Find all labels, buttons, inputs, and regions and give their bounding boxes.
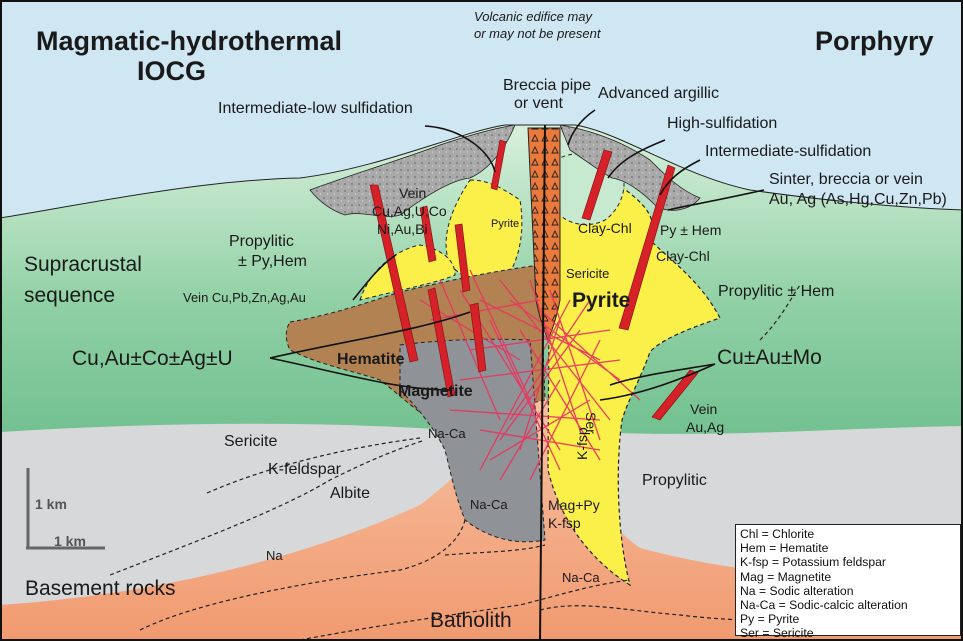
title-iocg-line2: IOCG — [137, 57, 206, 85]
legend-item: Na-Ca = Sodic-calcic alteration — [740, 598, 956, 612]
intermediate-sulfidation-label: Intermediate-sulfidation — [705, 144, 871, 161]
supracrustal-label-line1: Supracrustal — [24, 254, 142, 276]
legend-item: Hem = Hematite — [740, 541, 956, 555]
cu-au-mo-label: Cu±Au±Mo — [717, 347, 822, 369]
propylitic-py-hem-line1: Propylitic — [229, 234, 294, 251]
volcanic-note-line1: Volcanic edifice may — [474, 10, 592, 24]
intermediate-low-sulfidation-label: Intermediate-low sulfidation — [218, 101, 413, 118]
propylitic-hem-label: Propylitic ± Hem — [718, 284, 834, 301]
advanced-argillic-label: Advanced argillic — [598, 86, 719, 103]
breccia-pipe-label-line2: or vent — [514, 96, 563, 113]
magnetite-label: Magnetite — [398, 384, 473, 401]
k-feldspar-label: K-feldspar — [268, 462, 341, 479]
cu-au-co-ag-u-label: Cu,Au±Co±Ag±U — [72, 348, 233, 370]
legend-item: Na = Sodic alteration — [740, 584, 956, 598]
na-ca-upper-label: Na-Ca — [428, 427, 466, 441]
propylitic-py-hem-line2: ± Py,Hem — [238, 254, 307, 271]
legend-item: K-fsp = Potassium feldspar — [740, 555, 956, 569]
legend-item: Mag = Magnetite — [740, 570, 956, 584]
pyrite-small-label: Pyrite — [491, 219, 519, 231]
k-fsp-vertical-label: K-fsp — [575, 427, 590, 460]
vein-iocg-line3: Ni,Au,Bi — [377, 222, 428, 237]
vein-au-ag-line2: Au,Ag — [686, 420, 724, 435]
volcanic-note-line2: or may not be present — [474, 27, 600, 41]
vein-au-ag-line1: Vein — [690, 402, 717, 417]
vein-cu-pb-label: Vein Cu,Pb,Zn,Ag,Au — [183, 291, 306, 305]
vein-iocg-line1: Vein — [399, 186, 426, 201]
sinter-label-line2: Au, Ag (As,Hg,Cu,Zn,Pb) — [769, 192, 947, 209]
clay-chl-upper-label: Clay-Chl — [578, 221, 632, 236]
clay-chl-lower-label: Clay-Chl — [656, 249, 710, 264]
sericite-left-label: Sericite — [224, 434, 277, 451]
high-sulfidation-label: High-sulfidation — [667, 116, 777, 133]
sericite-upper-label: Sericite — [566, 267, 609, 281]
hematite-label: Hematite — [337, 352, 405, 369]
mag-py-label: Mag+Py — [548, 498, 600, 513]
py-hem-label: Py ± Hem — [660, 223, 721, 238]
batholith-label: Batholith — [430, 610, 512, 632]
na-ca-bottom-label: Na-Ca — [562, 571, 600, 585]
legend-item: Py = Pyrite — [740, 612, 956, 626]
title-iocg-line1: Magmatic-hydrothermal — [36, 27, 342, 55]
sinter-label-line1: Sinter, breccia or vein — [769, 172, 923, 189]
legend-item: Chl = Chlorite — [740, 527, 956, 541]
legend-box: Chl = Chlorite Hem = Hematite K-fsp = Po… — [735, 524, 961, 636]
k-fsp-label: K-fsp — [548, 516, 581, 531]
supracrustal-label-line2: sequence — [24, 285, 115, 307]
na-ca-lower-label: Na-Ca — [470, 498, 508, 512]
legend-item: Ser = Sericite — [740, 626, 956, 640]
breccia-pipe-label-line1: Breccia pipe — [503, 78, 591, 95]
albite-label: Albite — [330, 486, 370, 503]
vein-iocg-line2: Cu,Ag,U,Co — [372, 204, 447, 219]
propylitic-label: Propylitic — [642, 473, 707, 490]
title-porphyry: Porphyry — [815, 27, 934, 55]
na-label: Na — [266, 549, 283, 563]
pyrite-big-label: Pyrite — [572, 290, 630, 312]
scale-vertical-label: 1 km — [35, 497, 67, 512]
basement-rocks-label: Basement rocks — [25, 578, 176, 600]
scale-horizontal-label: 1 km — [54, 534, 86, 549]
